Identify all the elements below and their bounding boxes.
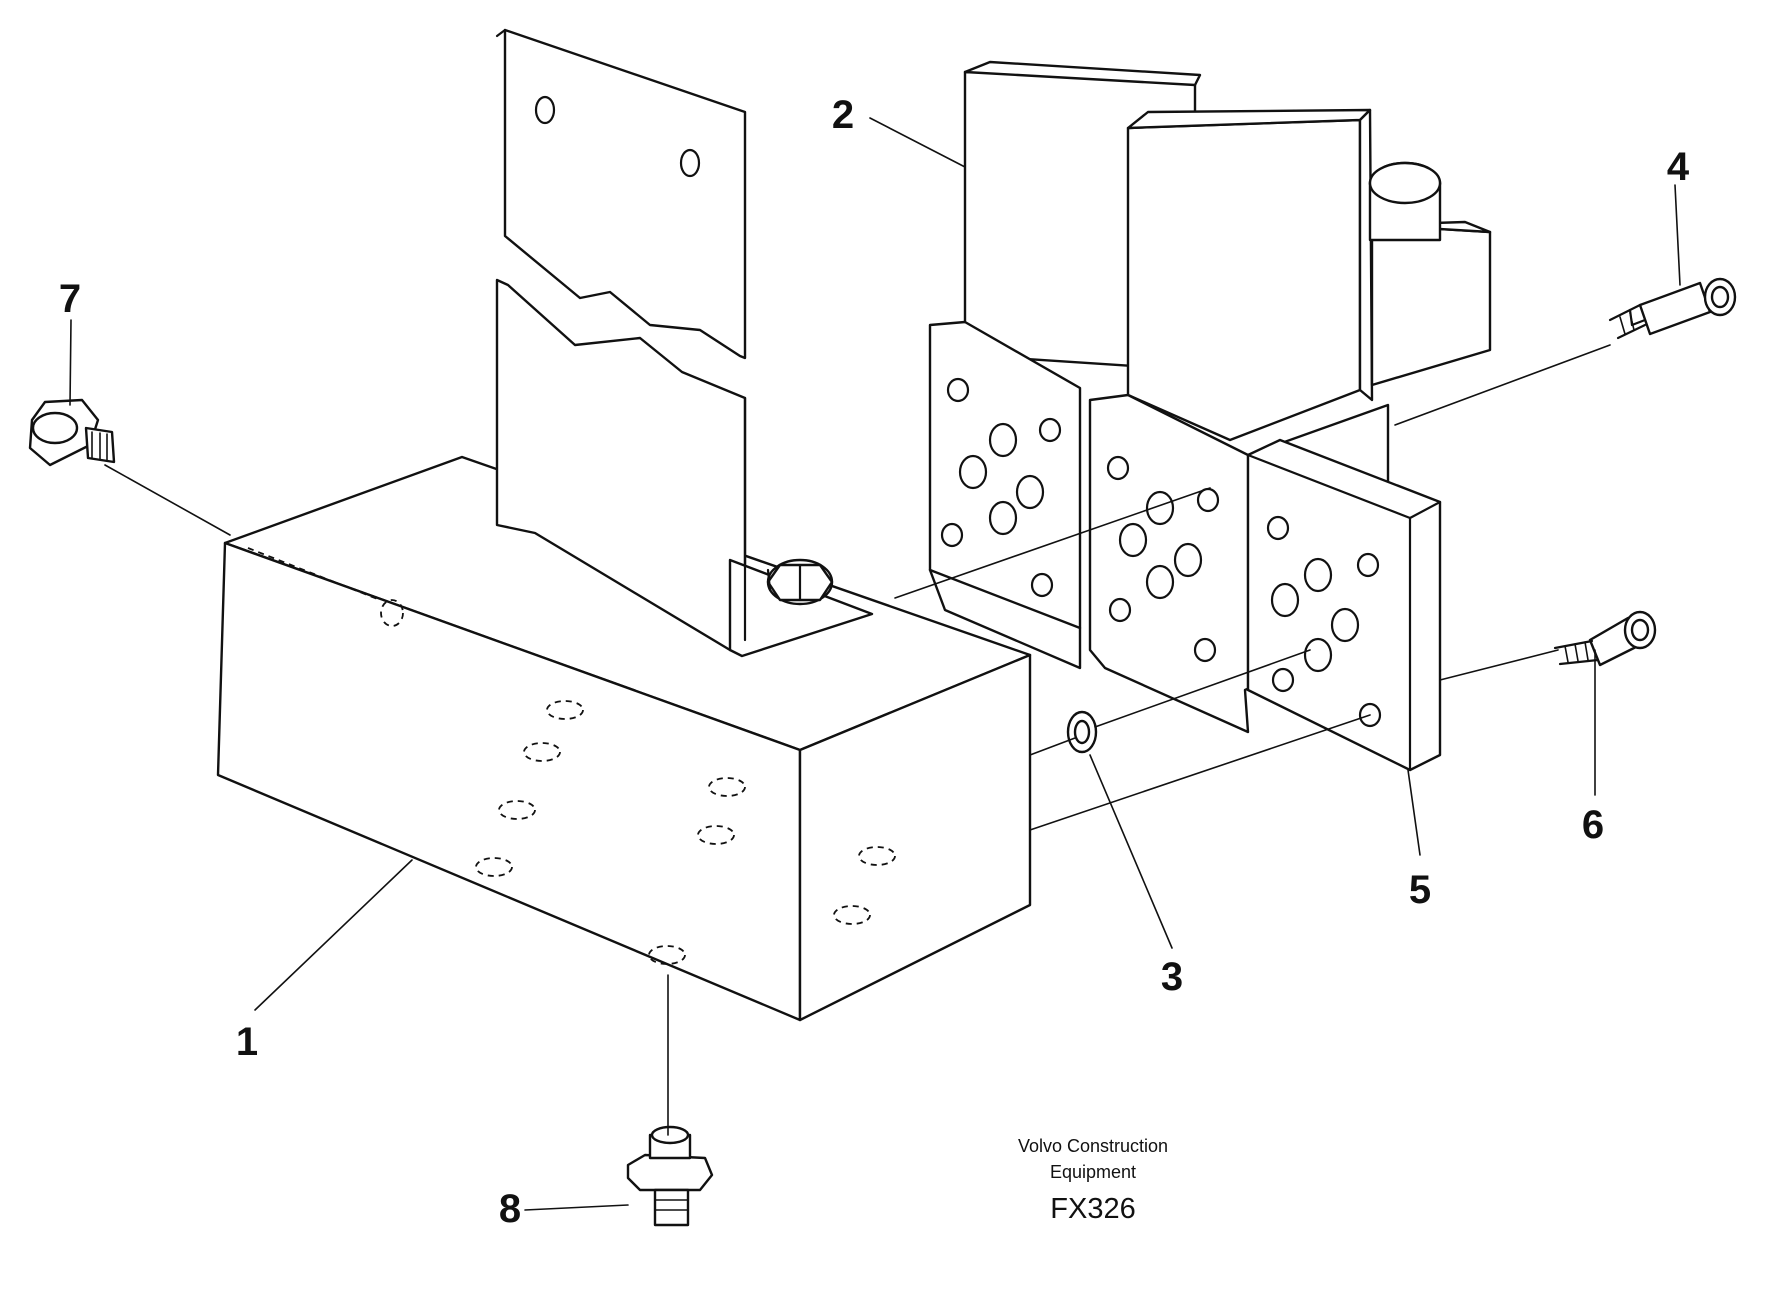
long-screw bbox=[1608, 277, 1737, 340]
credit-line-1: Volvo Construction bbox=[1018, 1136, 1168, 1156]
callout-6: 6 bbox=[1582, 803, 1604, 847]
manifold-block bbox=[216, 455, 1032, 1022]
callout-7: 7 bbox=[59, 277, 81, 321]
callout-3: 3 bbox=[1161, 955, 1183, 999]
cover-plate bbox=[1246, 438, 1442, 772]
o-ring bbox=[1066, 710, 1098, 754]
callout-1: 1 bbox=[236, 1020, 258, 1064]
plug-fitting bbox=[28, 398, 116, 467]
test-nipple bbox=[626, 1125, 714, 1227]
callout-2: 2 bbox=[832, 93, 854, 137]
callout-8: 8 bbox=[499, 1187, 521, 1231]
mounting-bracket bbox=[495, 28, 874, 658]
figure-code: FX326 bbox=[1050, 1193, 1135, 1225]
short-screw bbox=[1553, 610, 1657, 667]
assembly-lines bbox=[69, 117, 1681, 1211]
credit-line-2: Equipment bbox=[1050, 1162, 1136, 1182]
callout-5: 5 bbox=[1409, 868, 1431, 912]
callout-4: 4 bbox=[1667, 145, 1690, 189]
